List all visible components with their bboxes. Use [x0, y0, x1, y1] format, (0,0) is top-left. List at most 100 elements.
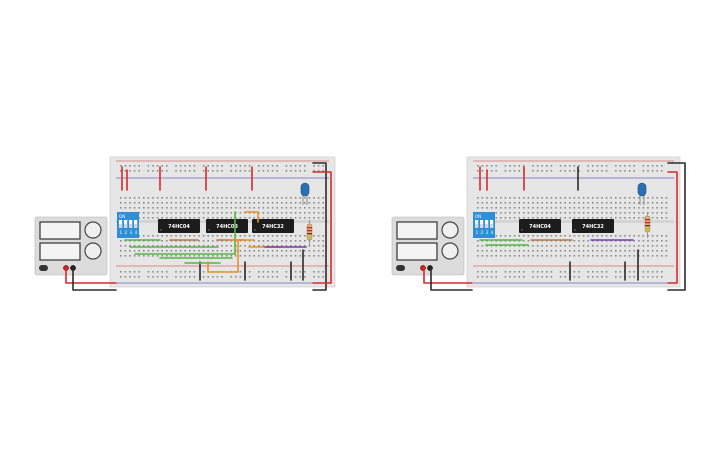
rail-jumper-red[interactable] [312, 171, 332, 284]
hole [647, 276, 649, 278]
hole [610, 207, 612, 209]
negative-terminal[interactable] [427, 265, 433, 271]
hole [294, 276, 297, 278]
hole [281, 212, 283, 214]
hole [179, 212, 182, 214]
hole [532, 165, 534, 167]
dip-switch-knob[interactable] [475, 224, 479, 228]
hole [253, 235, 255, 237]
hole [166, 197, 168, 199]
hole [156, 207, 159, 209]
hole [559, 197, 562, 199]
hole [281, 202, 283, 204]
hole [216, 255, 219, 257]
hole [202, 271, 205, 273]
hole [477, 276, 479, 278]
hole [147, 212, 150, 214]
hole [230, 207, 232, 209]
current-knob[interactable] [441, 242, 459, 260]
dip-switch-knob[interactable] [119, 224, 123, 228]
hole [170, 245, 173, 247]
power-switch[interactable] [396, 265, 405, 271]
dip-switch-knob[interactable] [134, 224, 138, 228]
signal-wire-orange[interactable] [207, 239, 239, 273]
hole [642, 170, 645, 172]
hole [541, 235, 543, 237]
hole [138, 202, 140, 204]
hole [610, 212, 612, 214]
hole [290, 207, 292, 209]
hole [308, 197, 311, 199]
hole [477, 240, 479, 242]
hole [550, 250, 553, 252]
hole [490, 165, 493, 167]
hole [647, 207, 649, 209]
hole [156, 165, 159, 167]
hole [124, 197, 127, 199]
supply-negative-wire[interactable] [72, 267, 117, 291]
hole [175, 212, 177, 214]
rail-jumper-black[interactable] [312, 162, 327, 291]
dip-switch-knob[interactable] [485, 224, 489, 228]
hole [198, 235, 200, 237]
hole [120, 207, 122, 209]
dip-switch-knob[interactable] [124, 224, 128, 228]
hole [244, 165, 246, 167]
dip-switch-knob[interactable] [480, 224, 484, 228]
hole [216, 165, 219, 167]
hole [216, 212, 219, 214]
hole [152, 271, 154, 273]
voltage-knob[interactable] [441, 221, 459, 239]
power-switch[interactable] [39, 265, 48, 271]
hole [189, 165, 191, 167]
rail-jumper-black[interactable] [667, 162, 686, 291]
hole [605, 207, 608, 209]
hole [633, 235, 635, 237]
hole [248, 245, 251, 247]
hole [124, 255, 127, 257]
rail-jumper-red[interactable] [667, 171, 678, 284]
resistor-band [307, 233, 312, 235]
hole [184, 255, 186, 257]
hole [536, 202, 539, 204]
hole [239, 250, 242, 252]
hole [504, 217, 507, 219]
hole [322, 197, 324, 199]
hole [202, 250, 205, 252]
hole [523, 197, 525, 199]
supply-positive-wire[interactable] [423, 267, 473, 284]
hole [133, 197, 136, 199]
hole [175, 271, 177, 273]
positive-terminal[interactable] [420, 265, 426, 271]
current-knob[interactable] [84, 242, 102, 260]
hole [248, 235, 251, 237]
signal-wire-orange[interactable] [244, 211, 259, 223]
hole [258, 235, 260, 237]
hole [605, 165, 608, 167]
hole [299, 207, 301, 209]
hole [651, 212, 654, 214]
supply-positive-wire[interactable] [65, 267, 117, 284]
hole [573, 245, 576, 247]
voltage-knob[interactable] [84, 221, 102, 239]
dip-switch-knob[interactable] [129, 224, 133, 228]
hole [143, 197, 145, 199]
hole [207, 245, 209, 247]
hole [592, 276, 594, 278]
hole [235, 255, 237, 257]
hole [665, 235, 668, 237]
hole [175, 245, 177, 247]
hole [504, 170, 507, 172]
hole [513, 255, 516, 257]
dip-switch-knob[interactable] [490, 224, 494, 228]
hole [276, 240, 278, 242]
hole [559, 250, 562, 252]
hole [179, 170, 182, 172]
hole [290, 245, 292, 247]
hole [138, 271, 140, 273]
supply-negative-wire[interactable] [430, 267, 473, 291]
hole [647, 250, 649, 252]
hole [124, 245, 127, 247]
hole [642, 276, 645, 278]
hole [166, 250, 168, 252]
